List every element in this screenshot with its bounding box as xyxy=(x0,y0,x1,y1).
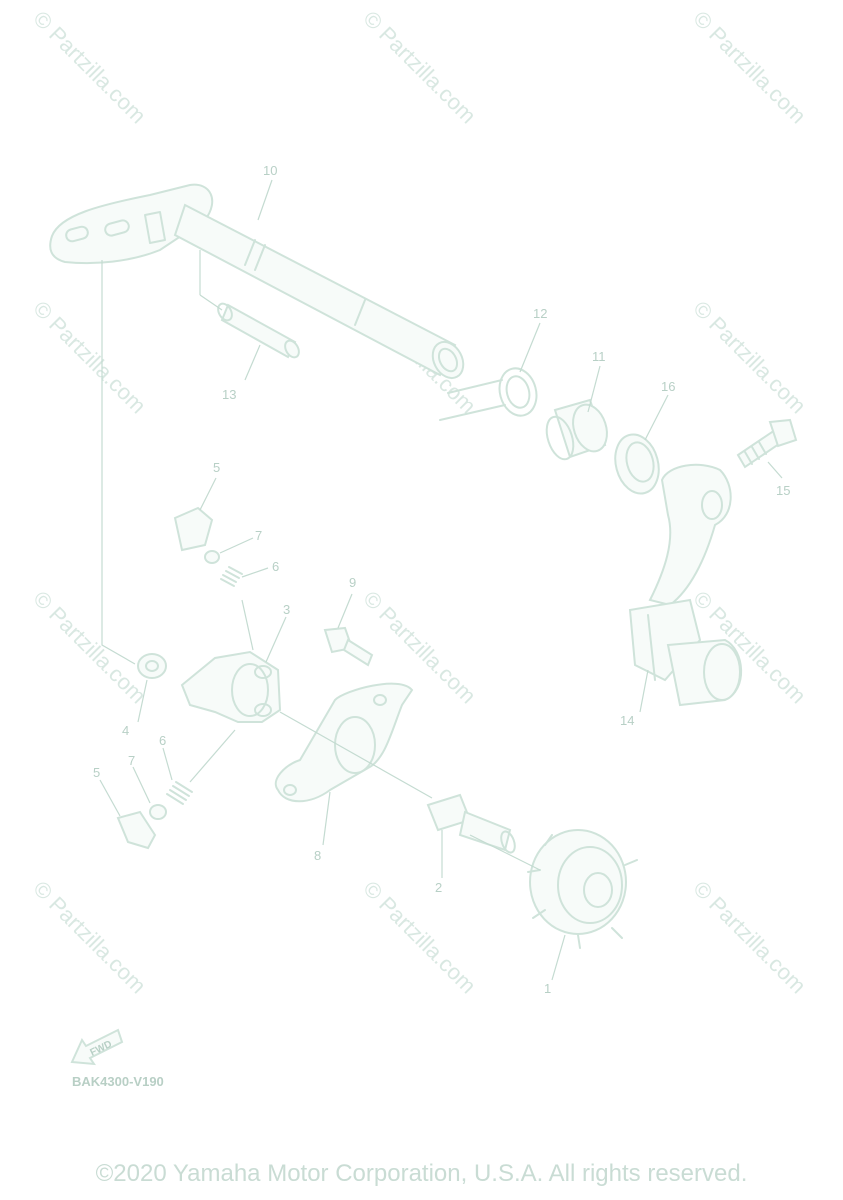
part-8-plate xyxy=(274,682,414,803)
part-14-shift-pedal xyxy=(628,463,743,707)
callout-7-upper: 7 xyxy=(255,528,262,543)
part-15-bolt xyxy=(736,418,798,469)
callout-11: 11 xyxy=(592,349,606,364)
watermark-12: © Partzilla.com xyxy=(688,876,811,999)
watermark-4: © Partzilla.com xyxy=(28,296,151,419)
part-5-lower-block xyxy=(116,810,157,850)
callout-4: 4 xyxy=(122,723,129,738)
leader-lines xyxy=(99,179,783,981)
callouts: 10 13 12 11 16 15 14 5 7 6 9 3 4 6 7 5 8… xyxy=(93,163,790,996)
callout-9: 9 xyxy=(349,575,356,590)
callout-3: 3 xyxy=(283,602,290,617)
part-5-upper-block xyxy=(173,506,214,552)
part-7-lower-pin xyxy=(149,804,167,820)
callout-14: 14 xyxy=(620,713,634,728)
part-13-pin xyxy=(217,302,300,359)
part-16-oil-seal xyxy=(614,433,660,495)
callout-16: 16 xyxy=(661,379,675,394)
watermark-7: © Partzilla.com xyxy=(28,586,151,709)
diagram-code: BAK4300-V190 xyxy=(72,1074,164,1089)
callout-15: 15 xyxy=(776,483,790,498)
watermark-10: © Partzilla.com xyxy=(28,876,151,999)
part-4-washer xyxy=(137,653,167,679)
part-3-segment xyxy=(180,650,282,723)
part-6-lower-spring xyxy=(166,781,193,805)
callout-2: 2 xyxy=(435,880,442,895)
callout-7-lower: 7 xyxy=(128,753,135,768)
watermark-1: © Partzilla.com xyxy=(28,6,151,129)
callout-10: 10 xyxy=(263,163,277,178)
part-6-upper-spring xyxy=(220,566,243,587)
watermark-3: © Partzilla.com xyxy=(688,6,811,129)
copyright-notice: ©2020 Yamaha Motor Corporation, U.S.A. A… xyxy=(95,1160,748,1187)
callout-1: 1 xyxy=(544,981,551,996)
part-11-collar xyxy=(545,398,608,461)
watermark-2: © Partzilla.com xyxy=(358,6,481,129)
fwd-arrow-icon: FWD xyxy=(70,1028,124,1066)
callout-5-upper: 5 xyxy=(213,460,220,475)
part-1-gear xyxy=(527,829,638,949)
part-9-bolt xyxy=(323,626,374,667)
callout-6-lower: 6 xyxy=(159,733,166,748)
callout-6-upper: 6 xyxy=(272,559,279,574)
watermark-6: © Partzilla.com xyxy=(688,296,811,419)
callout-5-lower: 5 xyxy=(93,765,100,780)
part-10-shift-shaft xyxy=(49,183,465,380)
part-7-upper-pin xyxy=(204,550,220,564)
callout-12: 12 xyxy=(533,306,547,321)
part-12-torsion-spring xyxy=(439,367,538,421)
part-2-bolt xyxy=(426,793,516,854)
callout-13: 13 xyxy=(222,387,236,402)
watermark-11: © Partzilla.com xyxy=(358,876,481,999)
callout-8: 8 xyxy=(314,848,321,863)
